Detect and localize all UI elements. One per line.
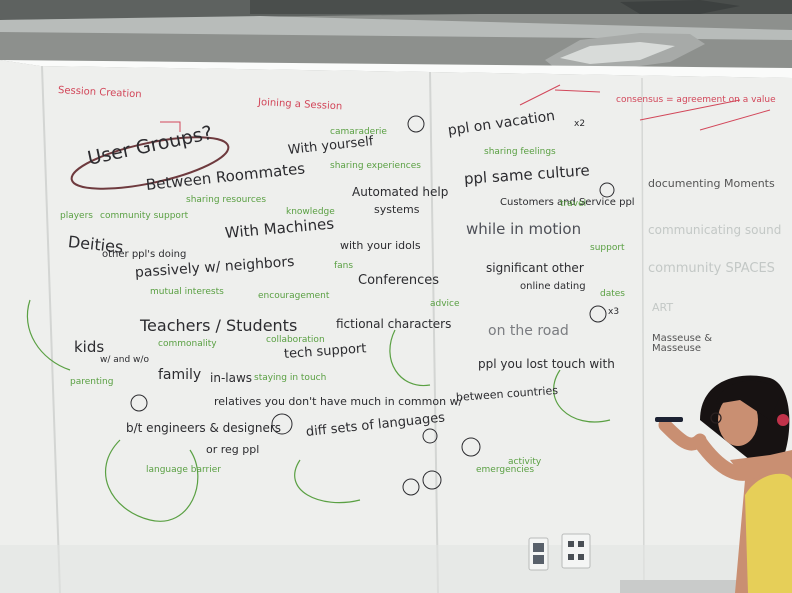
label-significant-other: significant other bbox=[486, 261, 584, 275]
label-automated-help: Automated help bbox=[352, 185, 449, 199]
label-community-spaces: community SPACES bbox=[648, 261, 775, 276]
label-bt-engineers: b/t engineers & designers bbox=[126, 421, 282, 435]
label-other-ppl-doing: other ppl's doing bbox=[102, 249, 187, 260]
note-fans: fans bbox=[334, 261, 354, 271]
note-staying-in-touch: staying in touch bbox=[254, 373, 327, 383]
label-on-the-road: on the road bbox=[488, 323, 569, 339]
label-communicating-sound: communicating sound bbox=[648, 223, 782, 237]
label-masseuse: Masseuse & Masseuse bbox=[652, 333, 713, 354]
note-language-barrier: language barrier bbox=[146, 465, 221, 475]
note-dates: dates bbox=[600, 289, 625, 299]
note-parenting: parenting bbox=[70, 377, 114, 387]
label-fictional-characters: fictional characters bbox=[336, 317, 452, 331]
label-family: family bbox=[158, 367, 202, 383]
note-community-support: community support bbox=[100, 211, 189, 221]
note-sharing-experiences: sharing experiences bbox=[330, 161, 421, 171]
note-sharing-feelings: sharing feelings bbox=[484, 147, 556, 157]
note-support: support bbox=[590, 243, 625, 253]
note-collaboration: collaboration bbox=[266, 335, 325, 345]
label-or-reg-ppl: or reg ppl bbox=[206, 443, 260, 456]
label-documenting-moments: documenting Moments bbox=[648, 177, 775, 190]
label-customers-service: Customers and Service ppl bbox=[500, 197, 635, 208]
note-emergencies: emergencies bbox=[476, 465, 535, 475]
label-conferences: Conferences bbox=[358, 273, 440, 288]
label-with-your-idols: with your idols bbox=[340, 239, 421, 252]
note-encouragement: encouragement bbox=[258, 291, 330, 301]
note-sharing-resources: sharing resources bbox=[186, 195, 267, 205]
note-activity: activity bbox=[508, 457, 542, 467]
note-commonality: commonality bbox=[158, 339, 217, 349]
label-teachers-students: Teachers / Students bbox=[140, 316, 298, 335]
label-w-and-wo: w/ and w/o bbox=[100, 355, 149, 365]
note-camaraderie: camaraderie bbox=[330, 127, 387, 137]
label-relatives: relatives you don't have much in common … bbox=[214, 395, 463, 408]
note-mutual-interests: mutual interests bbox=[150, 287, 224, 297]
note-knowledge: knowledge bbox=[286, 207, 335, 217]
label-kids: kids bbox=[74, 338, 105, 356]
label-online-dating: online dating bbox=[520, 281, 586, 292]
label-while-in-motion: while in motion bbox=[466, 220, 582, 238]
label-systems: systems bbox=[374, 203, 420, 216]
label-ppl-lost-touch: ppl you lost touch with bbox=[478, 357, 615, 371]
label-art: ART bbox=[652, 301, 674, 314]
mark-x3: x3 bbox=[608, 307, 620, 317]
header-consensus: consensus = agreement on a value bbox=[616, 95, 776, 105]
mark-x2: x2 bbox=[574, 119, 586, 129]
note-travel: travel bbox=[560, 199, 587, 209]
note-players: players bbox=[60, 211, 93, 221]
label-in-laws: in-laws bbox=[210, 371, 253, 385]
note-advice: advice bbox=[430, 299, 460, 309]
